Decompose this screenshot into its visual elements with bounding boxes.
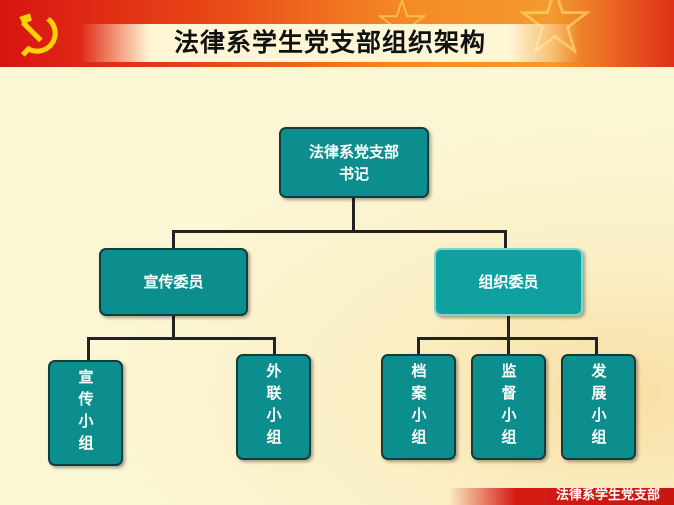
leaf-node-archive-group[interactable]: 档案小组 (381, 354, 456, 460)
connector-line (273, 337, 276, 355)
party-emblem-icon (19, 13, 58, 57)
leaf-node-liaison-group[interactable]: 外联小组 (236, 354, 311, 460)
leaf-node-label: 档案小组 (409, 363, 428, 451)
leaf-node-label: 宣传小组 (76, 369, 95, 457)
connector-line (172, 230, 175, 249)
leaf-node-label: 外联小组 (264, 363, 283, 451)
connector-line (507, 316, 510, 338)
branch-node-label: 宣传委员 (143, 273, 204, 291)
connector-line (504, 230, 507, 249)
root-node-line1: 法律系党支部 (308, 142, 399, 161)
slide-title: 法律系学生党支部组织架构 (173, 28, 486, 57)
connector-line (172, 316, 175, 338)
title-strip (80, 24, 580, 62)
connector-line (417, 337, 420, 355)
connector-line (87, 337, 90, 361)
branch-node-label: 组织委员 (478, 273, 539, 291)
leaf-node-publicity-group[interactable]: 宣传小组 (48, 360, 123, 466)
leaf-node-development-group[interactable]: 发展小组 (561, 354, 636, 460)
branch-node-publicity[interactable]: 宣传委员 (99, 248, 248, 316)
connector-line (507, 337, 510, 355)
leaf-node-label: 监督小组 (499, 363, 518, 451)
connector-line (595, 337, 598, 355)
leaf-node-label: 发展小组 (589, 363, 608, 451)
root-node[interactable]: 法律系党支部 书记 (279, 127, 429, 198)
root-node-line2: 书记 (338, 164, 369, 183)
connector-line (172, 230, 507, 233)
connector-line (87, 337, 276, 340)
connector-line (352, 198, 355, 231)
leaf-node-supervision-group[interactable]: 监督小组 (471, 354, 546, 460)
footer-text: 法律系学生党支部 (555, 488, 660, 503)
header-banner: 法律系学生党支部组织架构 (0, 0, 674, 67)
branch-node-organization[interactable]: 组织委员 (434, 248, 583, 316)
footer-bar (448, 488, 674, 505)
